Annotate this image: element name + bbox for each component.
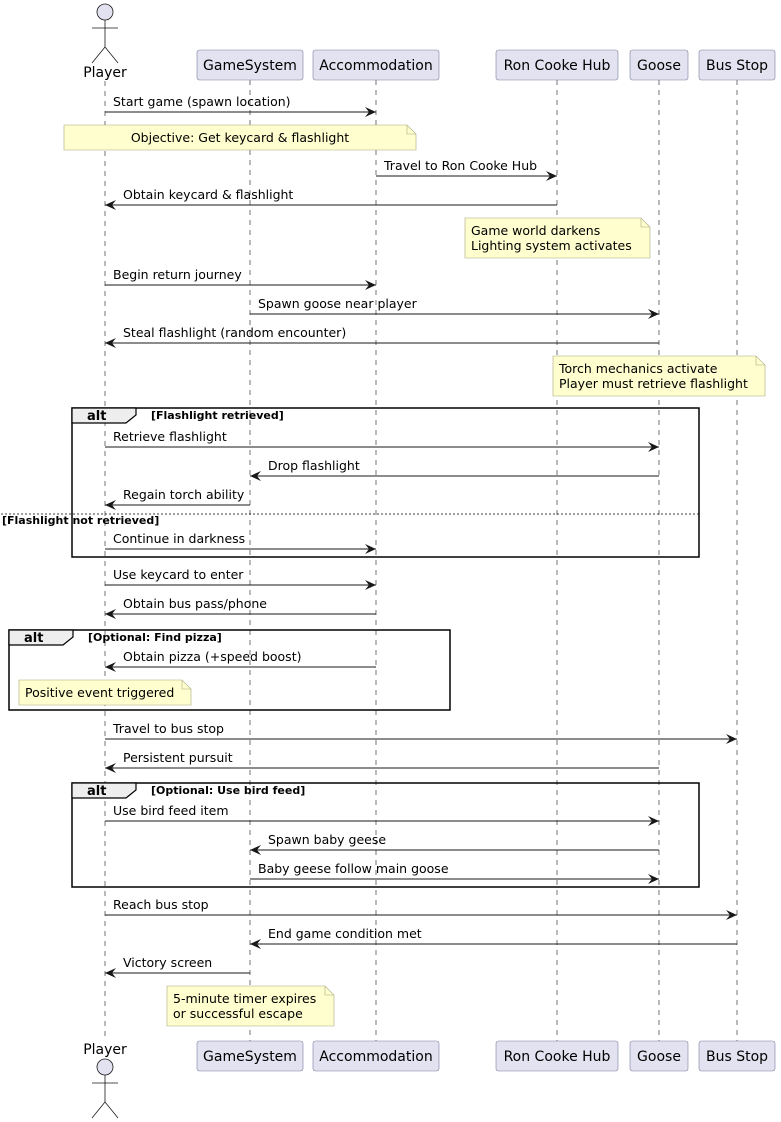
participant-label-roncooke-top: Ron Cooke Hub [504,58,611,74]
actor-leg-left [91,46,106,64]
participant-box-accommodation-bottom [312,1040,440,1072]
fragment-tab-2 [8,629,74,646]
note-fold-2 [640,218,650,228]
participant-label-player-top: Player [83,65,127,81]
note-fold-1 [406,125,416,135]
participant-label-accommodation-bottom: Accommodation [319,1049,432,1065]
fragment-else-guard-1: [Flashlight not retrieved] [2,514,159,527]
note-fold-3 [755,356,765,366]
message-label-4: Begin return journey [113,267,242,282]
fragment-guard-1: [Flashlight retrieved] [151,409,284,422]
note-box-3 [552,355,766,397]
note-text-2-1: Game world darkens [471,223,600,238]
note-box-5 [166,985,335,1027]
note-text-5-1: 5-minute timer expires [173,991,316,1006]
actor-player-bottom [91,1058,119,1119]
participant-box-gamesystem-bottom [196,1040,304,1072]
message-label-18: Baby geese follow main goose [258,861,449,876]
fragment-tab-3 [71,782,137,799]
note-text-2-2: Lighting system activates [471,238,632,253]
fragment-frame-3 [71,782,700,888]
participant-label-player-bottom: Player [83,1042,127,1058]
actor-leg-left [91,1101,106,1119]
message-label-15: Persistent pursuit [123,750,233,765]
note-box-1 [63,124,417,151]
message-label-17: Spawn baby geese [268,832,386,847]
note-box-4 [18,679,192,706]
actor-leg-right [104,46,119,64]
message-label-7: Retrieve flashlight [113,429,227,444]
participant-label-accommodation-top: Accommodation [319,58,432,74]
message-label-2: Travel to Ron Cooke Hub [383,158,537,173]
message-label-13: Obtain pizza (+speed boost) [123,649,301,664]
fragment-guard-2: [Optional: Find pizza] [88,631,222,644]
message-label-9: Regain torch ability [123,487,245,502]
message-label-12: Obtain bus pass/phone [123,596,267,611]
note-fold-5 [324,986,334,996]
message-label-1: Start game (spawn location) [113,94,291,109]
participant-box-roncooke-top [495,49,619,81]
participant-label-roncooke-bottom: Ron Cooke Hub [504,1049,611,1065]
message-label-8: Drop flashlight [268,458,360,473]
note-text-3-2: Player must retrieve flashlight [559,376,748,391]
participant-box-gamesystem-top [196,49,304,81]
fragment-keyword-2: alt [24,631,43,646]
note-text-3-1: Torch mechanics activate [558,361,718,376]
participant-label-goose-bottom: Goose [637,1049,681,1065]
message-label-6: Steal flashlight (random encounter) [123,325,346,340]
fragment-keyword-3: alt [87,784,106,799]
message-label-19: Reach bus stop [113,897,209,912]
participant-label-gamesystem-bottom: GameSystem [203,1049,297,1065]
fragment-tab-1 [71,407,137,424]
actor-head [96,1058,114,1076]
participant-label-busstop-bottom: Bus Stop [706,1049,768,1065]
participant-label-gamesystem-top: GameSystem [203,58,297,74]
message-label-14: Travel to bus stop [112,721,224,736]
participant-box-goose-top [629,49,689,81]
participant-label-goose-top: Goose [637,58,681,74]
message-label-3: Obtain keycard & flashlight [123,187,293,202]
message-label-16: Use bird feed item [113,803,229,818]
message-label-20: End game condition met [268,926,422,941]
fragment-frame-2 [8,629,451,711]
message-label-21: Victory screen [123,955,212,970]
fragment-guard-3: [Optional: Use bird feed] [151,784,305,797]
message-label-5: Spawn goose near player [258,296,418,311]
participant-box-goose-bottom [629,1040,689,1072]
participant-label-busstop-top: Bus Stop [706,58,768,74]
note-box-2 [464,217,651,259]
actor-head [96,3,114,21]
participant-box-busstop-top [698,49,776,81]
participant-box-roncooke-bottom [495,1040,619,1072]
fragment-frame-1 [71,407,700,558]
note-text-1-1: Objective: Get keycard & flashlight [131,130,349,145]
note-fold-4 [181,680,191,690]
note-text-4-1: Positive event triggered [25,685,174,700]
actor-leg-right [104,1101,119,1119]
actor-player-top [91,3,119,64]
message-label-11: Use keycard to enter [113,567,244,582]
note-text-5-2: or successful escape [173,1006,303,1021]
fragment-keyword-1: alt [87,409,106,424]
participant-box-busstop-bottom [698,1040,776,1072]
participant-box-accommodation-top [312,49,440,81]
message-label-10: Continue in darkness [113,531,245,546]
